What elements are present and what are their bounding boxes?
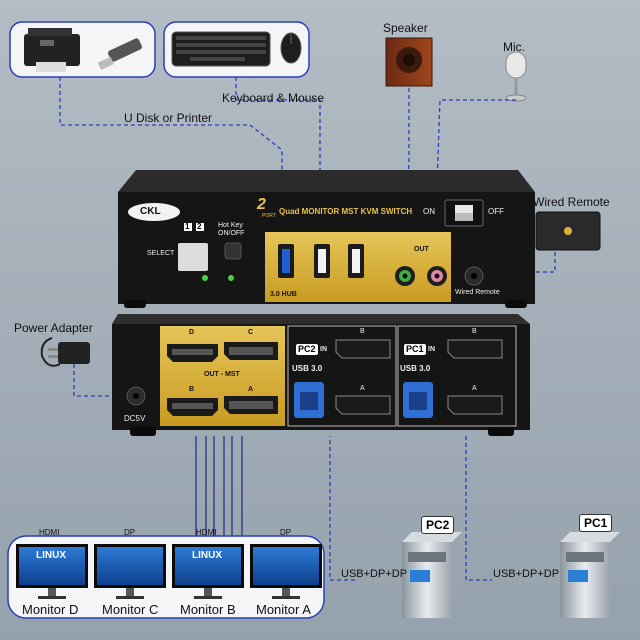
pc2-connection-label: USB+DP+DP [341,568,408,580]
brand-logo: CKL [140,206,161,217]
pc1-label: PC1 [579,514,613,532]
wired-remote-jack-label: Wired Remote [455,289,500,296]
wired-remote-icon [535,211,601,251]
pc2-port-b-label: B [360,328,365,335]
kvm-rear-panel [112,314,530,436]
monitor-a-icon [250,544,322,599]
pc2-in-label: IN [320,346,327,353]
screen-text-d: LINUX [36,550,66,561]
wired-remote-label: Wired Remote [533,195,610,209]
mic-label: Mic. [503,40,525,54]
pc1-in-label: IN [428,346,435,353]
port-a-label: A [248,386,254,393]
monitor-d-label: Monitor D [22,602,79,617]
hdmi-label-2: HDMI [196,528,217,537]
out-label: OUT [414,246,429,253]
speaker-icon [385,37,433,87]
dp-label-2: DP [280,528,292,537]
monitor-c-label: Monitor C [102,602,159,617]
dc-label: DC5V [124,414,146,423]
mouse-icon [280,32,302,64]
pc1-connection-label: USB+DP+DP [493,568,560,580]
usb-stick-icon [97,38,142,70]
pc2-label: PC2 [421,516,455,534]
udisk-printer-label: U Disk or Printer [124,111,213,125]
model-title: Quad MONITOR MST KVM SWITCH [279,207,413,216]
on-label: ON [423,207,435,216]
speaker-label: Speaker [383,21,428,35]
off-label: OFF [488,207,504,216]
microphone-icon [505,51,527,102]
pc2-usb-label: USB 3.0 [292,364,323,373]
printer-icon [24,28,80,72]
pc2-port-a-label: A [360,385,365,392]
monitor-cables [195,436,243,540]
hdmi-label-1: HDMI [39,528,60,537]
monitor-b-label: Monitor B [180,602,236,617]
pc1-tower-icon [560,532,620,618]
select-label: SELECT [147,250,175,257]
port-b-label: B [189,386,195,393]
port2-indicator: 2 [197,222,202,231]
screen-text-b: LINUX [192,550,222,561]
pc2-tower-icon [402,532,462,618]
kvm-front-panel [118,170,535,308]
dp-label-1: DP [124,528,136,537]
port1-indicator: 1 [185,222,190,231]
monitor-b-icon [172,544,244,599]
power-adapter-icon [40,337,90,367]
pc2-badge: PC2 [296,344,318,355]
port-word: PORT [262,213,276,219]
hotkey-label: Hot Key ON/OFF [218,222,245,237]
pc1-usb-label: USB 3.0 [400,364,431,373]
usb-hub-label: 3.0 HUB [270,291,297,298]
monitor-c-icon [94,544,166,599]
keyboard-mouse-label: Keyboard & Mouse [222,91,325,105]
pc1-badge: PC1 [404,344,426,355]
out-mst-label: OUT - MST [204,371,240,378]
pc1-port-b-label: B [472,328,477,335]
power-adapter-label: Power Adapter [14,321,93,335]
port-count: 2 [257,196,266,213]
pc1-port-a-label: A [472,385,477,392]
monitor-d-icon [16,544,88,599]
monitor-a-label: Monitor A [256,602,311,617]
keyboard-icon [171,31,271,67]
port-d-label: D [189,329,195,336]
port-c-label: C [248,329,254,336]
